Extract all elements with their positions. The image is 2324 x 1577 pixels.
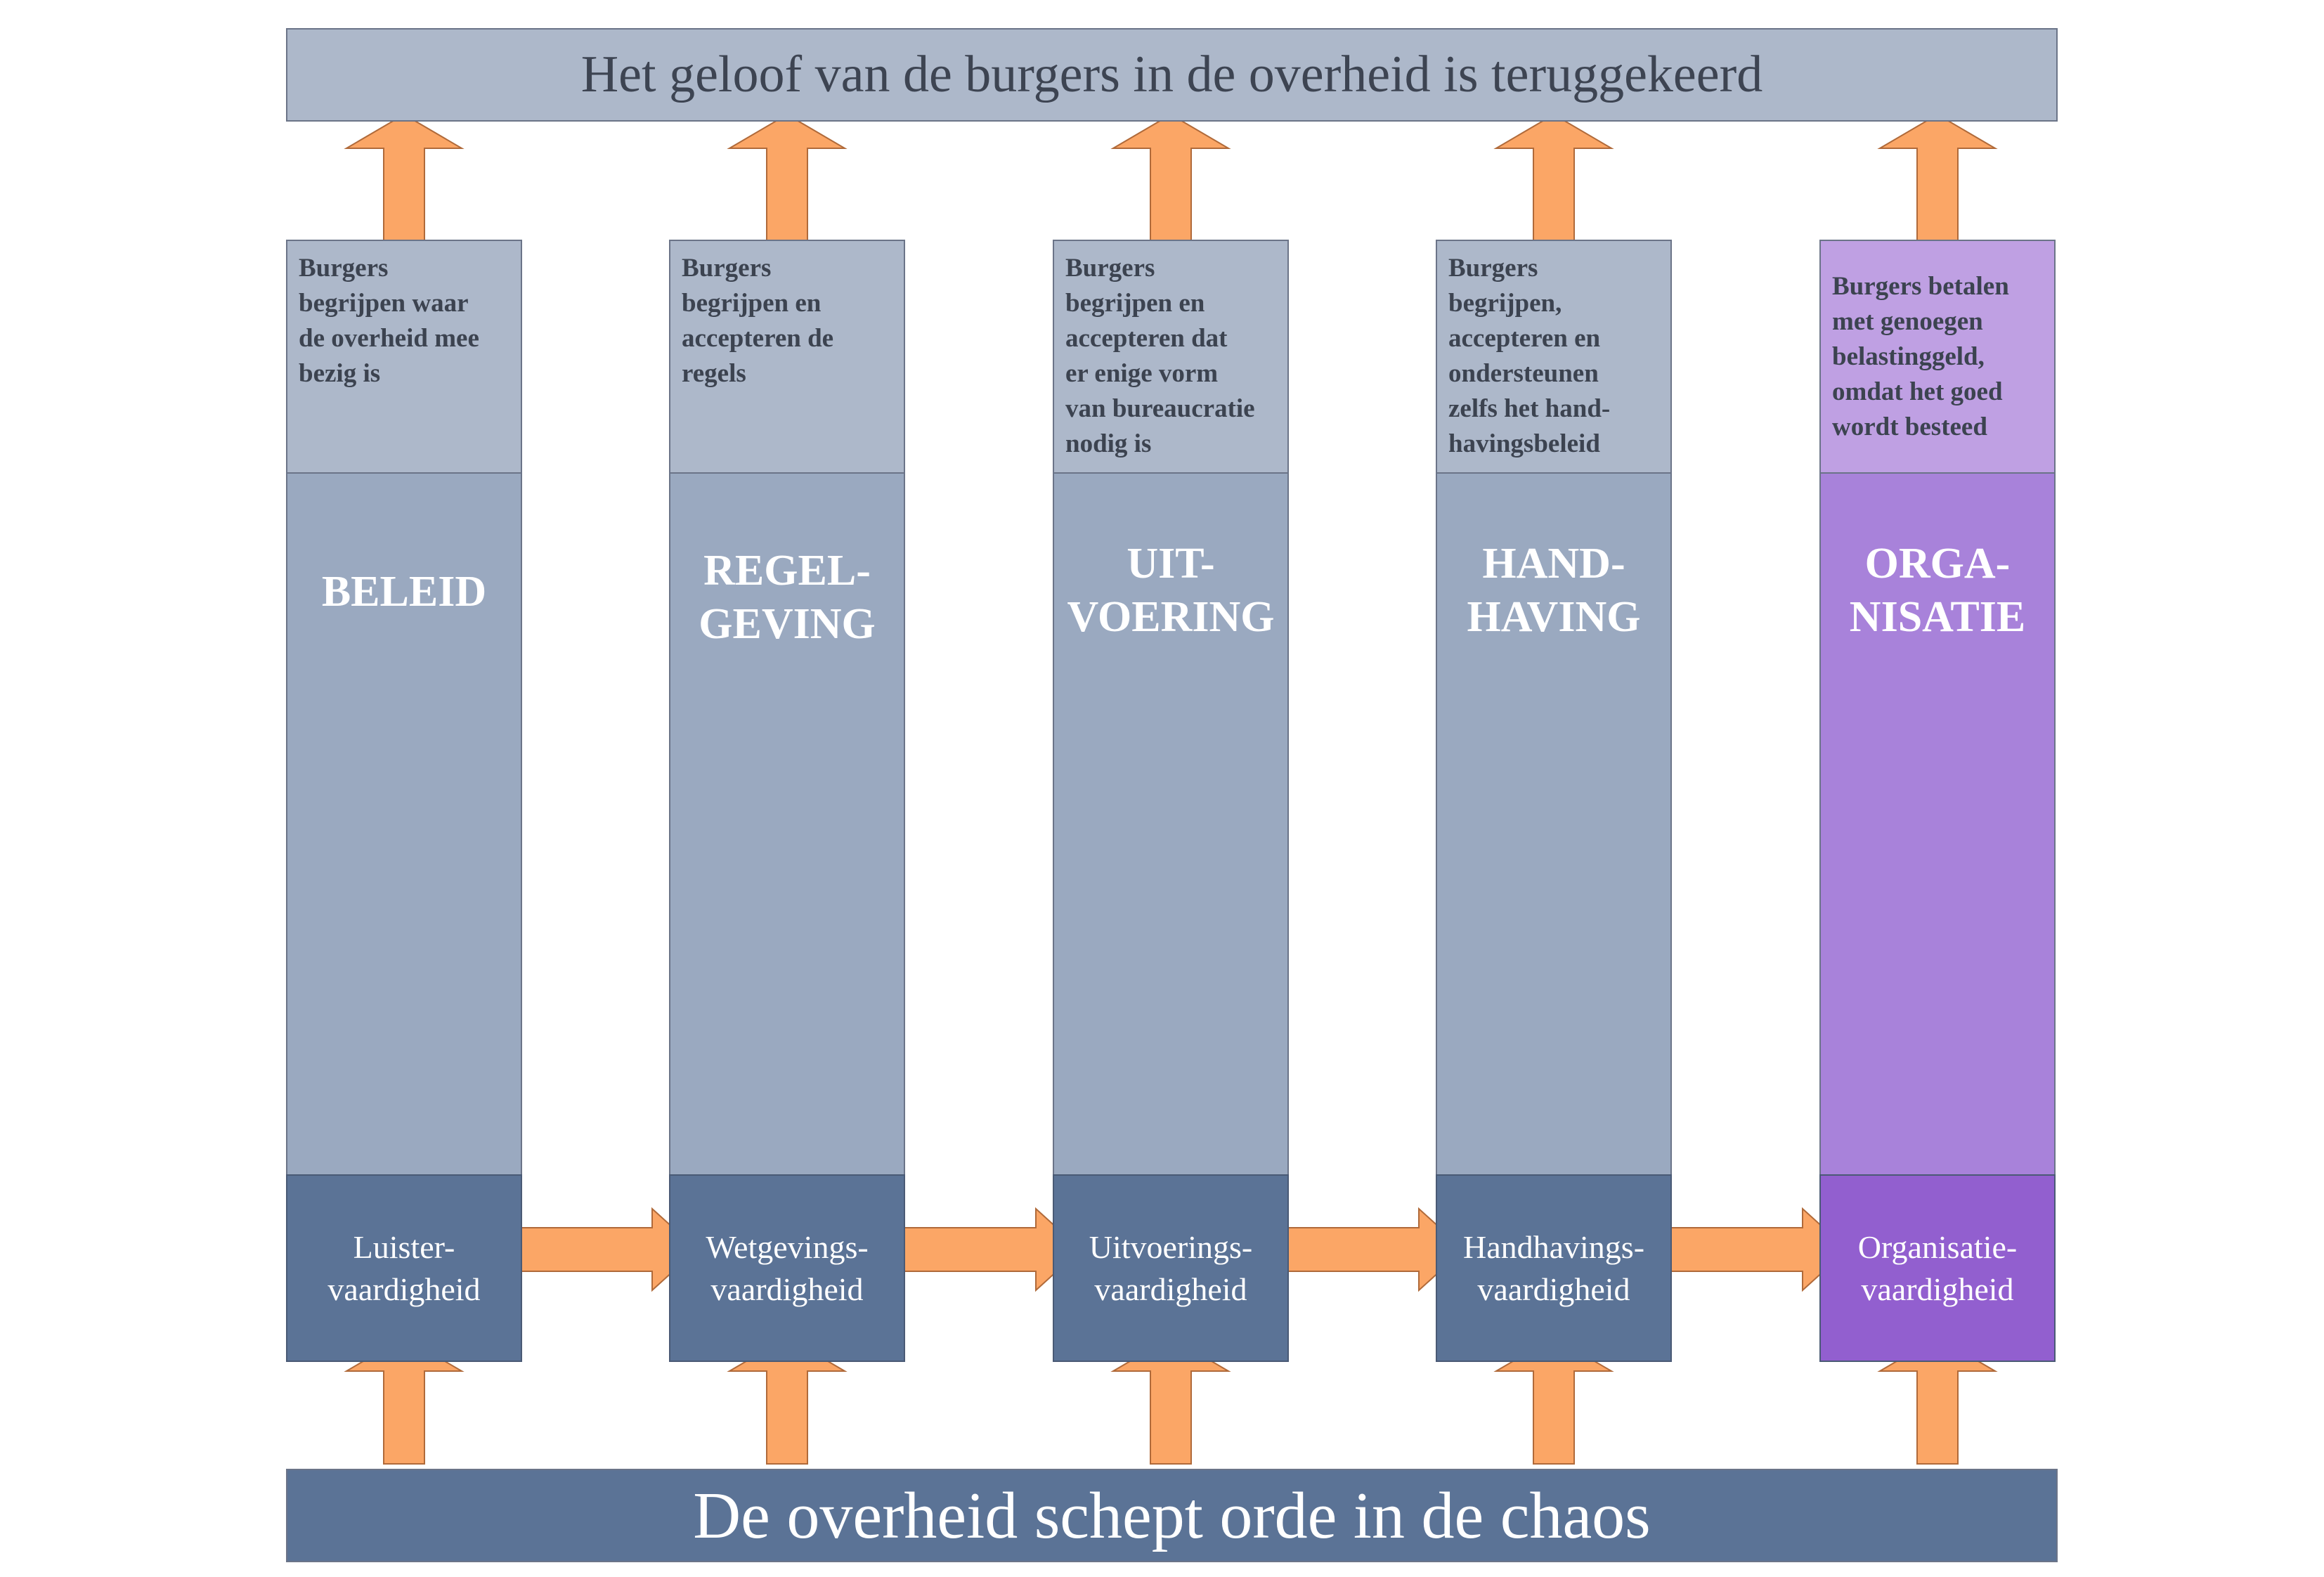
column-regelgeving-pillar: REGEL- GEVING: [669, 472, 905, 1176]
top-banner-text: Het geloof van de burgers in de overheid…: [580, 46, 1763, 103]
column-beleid-description: Burgers begrijpen waar de overheid mee b…: [286, 240, 522, 474]
column-regelgeving-pillar-label: REGEL- GEVING: [699, 547, 876, 648]
column-organisatie-description: Burgers betalen met genoegen belastingge…: [1819, 240, 2056, 474]
up-arrow-top-handhaving: [1493, 113, 1614, 242]
column-regelgeving-skill: Wetgevings- vaardigheid: [669, 1174, 905, 1362]
up-arrow-top-regelgeving: [727, 113, 848, 242]
up-arrow-top-uitvoering: [1110, 113, 1231, 242]
column-uitvoering-description: Burgers begrijpen en accepteren dat er e…: [1053, 240, 1289, 474]
up-arrow-bottom-regelgeving: [727, 1336, 848, 1465]
column-handhaving-skill: Handhavings- vaardigheid: [1436, 1174, 1672, 1362]
column-handhaving-pillar: HAND- HAVING: [1436, 472, 1672, 1176]
up-arrow-bottom-uitvoering: [1110, 1336, 1231, 1465]
column-beleid-skill: Luister- vaardigheid: [286, 1174, 522, 1362]
column-organisatie-pillar: ORGA- NISATIE: [1819, 472, 2056, 1176]
up-arrow-top-beleid: [344, 113, 465, 242]
up-arrow-bottom-handhaving: [1493, 1336, 1614, 1465]
up-arrow-bottom-organisatie: [1877, 1336, 1998, 1465]
column-handhaving-pillar-label: HAND- HAVING: [1467, 540, 1641, 641]
column-uitvoering-pillar: UIT- VOERING: [1053, 472, 1289, 1176]
column-uitvoering-pillar-label: UIT- VOERING: [1067, 540, 1275, 641]
up-arrow-top-organisatie: [1877, 113, 1998, 242]
bottom-banner-text: De overheid schept orde in de chaos: [693, 1479, 1651, 1552]
column-beleid-pillar: BELEID: [286, 472, 522, 1176]
up-arrow-bottom-beleid: [344, 1336, 465, 1465]
column-organisatie-pillar-label: ORGA- NISATIE: [1849, 540, 2026, 641]
column-regelgeving-description: Burgers begrijpen en accepteren de regel…: [669, 240, 905, 474]
column-organisatie-skill: Organisatie- vaardigheid: [1819, 1174, 2056, 1362]
column-beleid-pillar-label: BELEID: [321, 568, 487, 616]
bottom-banner: De overheid schept orde in de chaos: [286, 1469, 2058, 1562]
top-banner: Het geloof van de burgers in de overheid…: [286, 28, 2058, 122]
column-handhaving-description: Burgers begrijpen, accepteren en onderst…: [1436, 240, 1672, 474]
column-uitvoering-skill: Uitvoerings- vaardigheid: [1053, 1174, 1289, 1362]
